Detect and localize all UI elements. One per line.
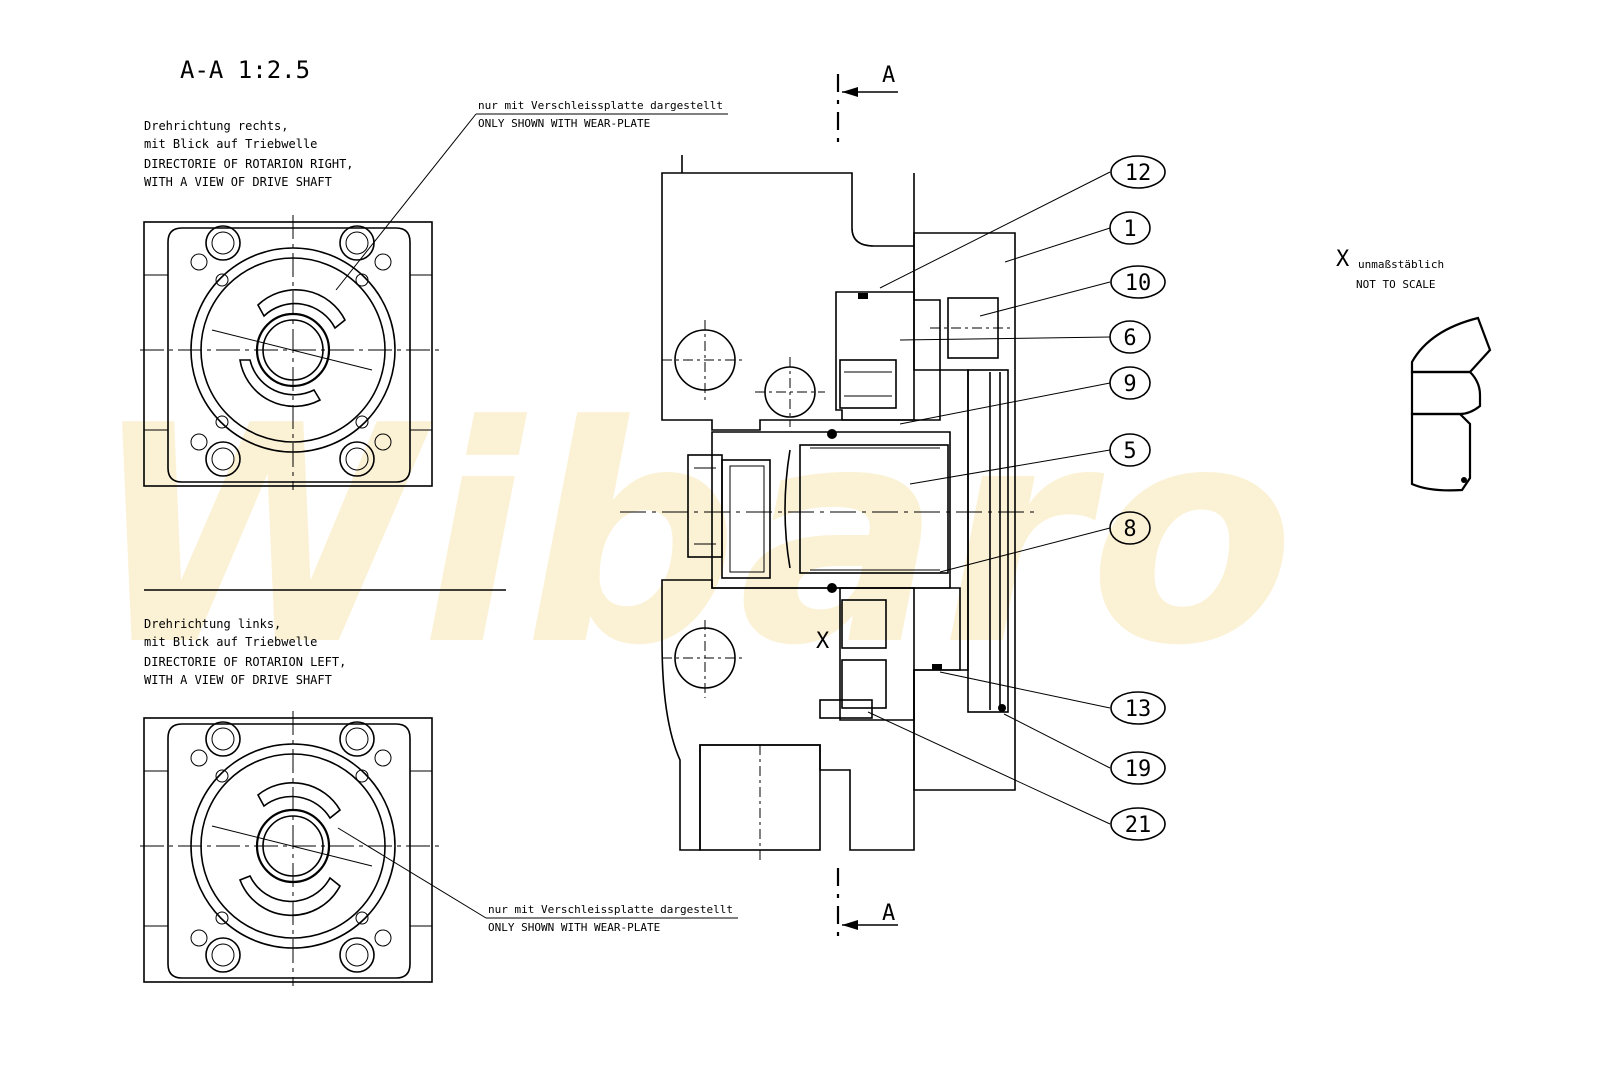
detail-x-letter: X	[1336, 247, 1350, 272]
view-right-drawing	[140, 215, 440, 490]
balloon-19: 19	[1003, 713, 1166, 785]
view-left-caption: Drehrichtung links, mit Blick auf Triebw…	[144, 617, 346, 687]
wear-plate-note-en: ONLY SHOWN WITH WEAR-PLATE	[478, 117, 650, 130]
detail-x: X unmaßstäblich NOT TO SCALE	[1336, 247, 1492, 492]
view-right-line-2: mit Blick auf Triebwelle	[144, 137, 317, 151]
balloon-5-label: 5	[1123, 439, 1136, 464]
section-marker-bottom: A	[836, 868, 898, 940]
view-left-line-1: Drehrichtung links,	[144, 617, 281, 631]
section-marker-label-bottom: A	[882, 901, 895, 926]
view-right-line-3: DIRECTORIE OF ROTARION RIGHT,	[144, 157, 354, 171]
balloon-21: 21	[867, 711, 1166, 841]
view-left-line-3: DIRECTORIE OF ROTARION LEFT,	[144, 655, 346, 669]
balloon-6-label: 6	[1123, 326, 1136, 351]
section-title: A-A 1:2.5	[180, 56, 310, 84]
wear-plate-note-de-2: nur mit Verschleissplatte dargestellt	[488, 903, 733, 916]
wear-plate-note-de: nur mit Verschleissplatte dargestellt	[478, 99, 723, 112]
section-marker-top: A	[836, 63, 898, 150]
balloon-9-label: 9	[1123, 372, 1136, 397]
balloon-8-label: 8	[1123, 517, 1136, 542]
view-right-line-4: WITH A VIEW OF DRIVE SHAFT	[144, 175, 332, 189]
view-left-drawing	[140, 711, 440, 986]
balloon-10-label: 10	[1125, 271, 1152, 296]
detail-x-marker: X	[816, 629, 830, 654]
detail-x-scale-en: NOT TO SCALE	[1356, 278, 1435, 291]
wear-plate-note-en-2: ONLY SHOWN WITH WEAR-PLATE	[488, 921, 660, 934]
view-left-line-2: mit Blick auf Triebwelle	[144, 635, 317, 649]
balloon-19-label: 19	[1125, 757, 1152, 782]
section-view: X	[620, 155, 1040, 860]
view-left-line-4: WITH A VIEW OF DRIVE SHAFT	[144, 673, 332, 687]
balloon-8: 8	[939, 511, 1151, 573]
balloon-6: 6	[899, 320, 1151, 354]
balloon-13: 13	[939, 671, 1166, 725]
view-right-caption: Drehrichtung rechts, mit Blick auf Trieb…	[144, 119, 354, 189]
balloon-13-label: 13	[1125, 697, 1152, 722]
detail-x-scale-de: unmaßstäblich	[1358, 258, 1444, 271]
section-marker-label-top: A	[882, 63, 895, 88]
wear-plate-note-top: nur mit Verschleissplatte dargestellt ON…	[335, 99, 728, 291]
balloon-10: 10	[979, 265, 1166, 317]
balloon-1-label: 1	[1123, 217, 1136, 242]
balloon-9: 9	[899, 366, 1151, 425]
view-right-line-1: Drehrichtung rechts,	[144, 119, 289, 133]
balloon-5: 5	[909, 433, 1151, 485]
wear-plate-note-bottom: nur mit Verschleissplatte dargestellt ON…	[337, 827, 738, 934]
balloon-12: 12	[879, 155, 1166, 289]
balloon-21-label: 21	[1125, 813, 1152, 838]
balloon-1: 1	[1004, 211, 1151, 263]
balloon-12-label: 12	[1125, 161, 1152, 186]
